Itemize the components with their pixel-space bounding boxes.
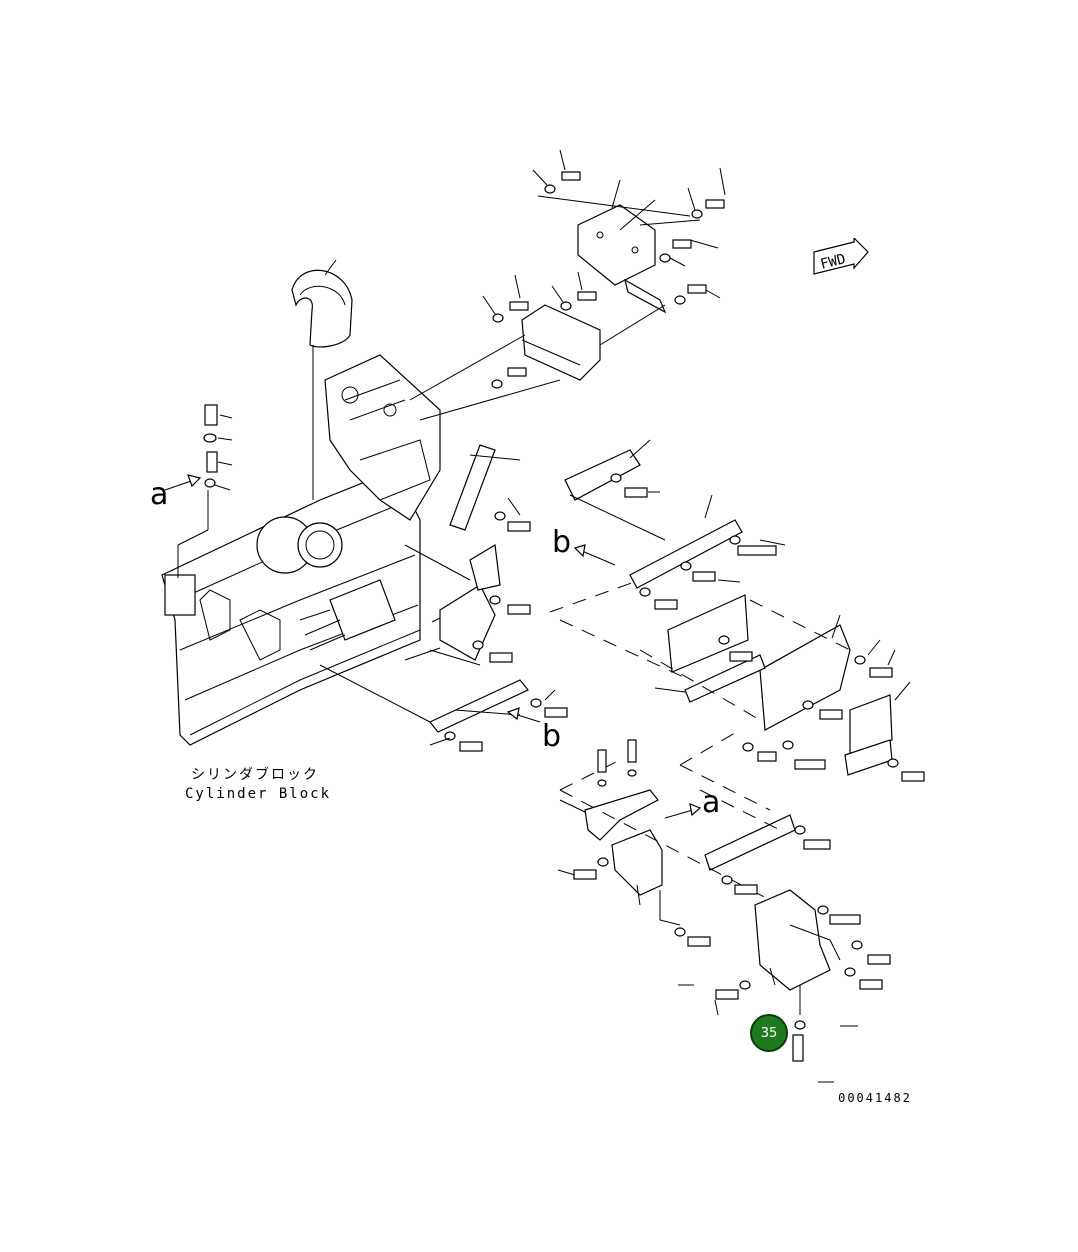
drawing-number: 00041482 <box>838 1091 912 1105</box>
long-bar <box>449 444 521 531</box>
label-b-low: b <box>542 719 562 754</box>
bolt-group <box>674 927 711 947</box>
bolt-group <box>639 587 678 610</box>
bolts-and-washers <box>177 149 925 1062</box>
bolt-group <box>494 497 531 532</box>
bolt-group <box>610 473 660 498</box>
bolt-group <box>659 239 719 267</box>
label-a-top: a <box>150 477 169 512</box>
bolt-group <box>715 980 751 1000</box>
bolt-group <box>792 1020 806 1062</box>
bolt-group <box>729 535 786 556</box>
bolt-group <box>718 635 753 662</box>
bolt-group <box>687 167 726 219</box>
bolt-group <box>782 740 826 770</box>
caption-japanese: シリンダブロック <box>191 767 319 783</box>
bolt-group <box>794 825 831 850</box>
bolt-group <box>802 700 843 720</box>
bolt-group <box>627 739 637 777</box>
forward-direction-sign: FWD <box>813 238 869 275</box>
bolt-group <box>482 274 529 323</box>
lower-right-brackets <box>584 789 841 991</box>
bolt-group <box>851 940 891 965</box>
top-cover-plate <box>537 195 701 314</box>
dashed-centerlines <box>549 579 851 901</box>
bolt-group <box>203 404 233 491</box>
bolt-group <box>551 271 597 311</box>
right-rails <box>564 449 893 776</box>
caption-english: Cylinder Block <box>185 786 332 802</box>
bolt-group <box>721 875 758 895</box>
part-callout-35[interactable]: 35 <box>750 1014 788 1052</box>
bolt-group <box>573 857 609 880</box>
upper-bracket-assembly <box>291 269 441 521</box>
bolt-group <box>491 367 527 389</box>
bolt-group <box>854 639 896 678</box>
bolt-group <box>489 595 531 615</box>
bolt-group <box>532 149 581 194</box>
bolt-group <box>887 758 925 782</box>
bolt-group <box>742 742 777 762</box>
label-a-low: a <box>702 785 721 820</box>
bolt-group <box>817 905 861 925</box>
fwd-label: FWD <box>819 251 847 273</box>
direction-arrows <box>164 474 702 819</box>
bolt-group <box>844 967 883 990</box>
bolt-group <box>444 731 483 752</box>
bolt-group <box>597 749 607 787</box>
bolt-group <box>530 689 568 718</box>
leader-lines <box>324 179 911 1083</box>
bolt-group <box>674 284 721 305</box>
bolt-group <box>680 561 741 583</box>
mid-bracket <box>409 304 666 421</box>
label-b-mid: b <box>552 525 572 560</box>
lower-rail <box>319 664 529 733</box>
bolt-group <box>472 640 513 663</box>
cylinder-block <box>161 469 421 746</box>
